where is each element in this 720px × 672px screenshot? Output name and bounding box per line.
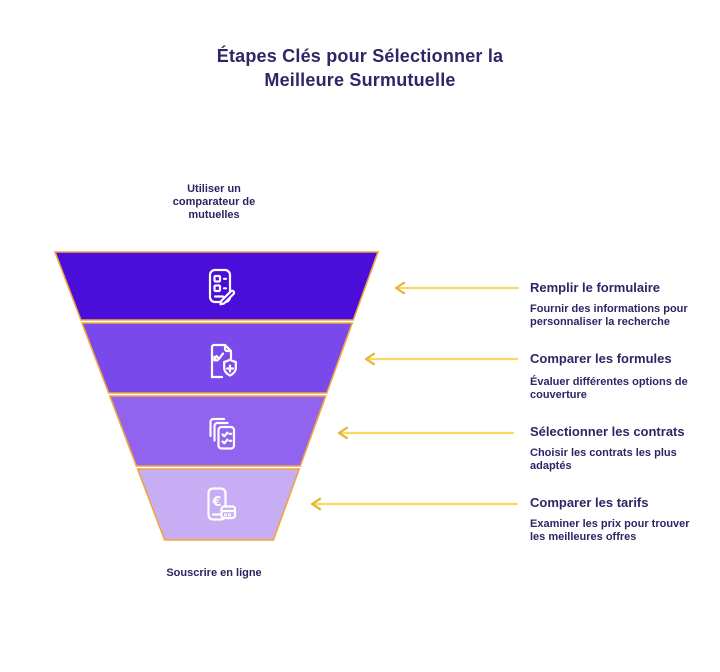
page-title: Étapes Clés pour Sélectionner la Meilleu… bbox=[0, 44, 720, 92]
funnel-top-label: Utiliser un comparateur de mutuelles bbox=[172, 183, 256, 221]
step-description-comparer-formules: Évaluer différentes options de couvertur… bbox=[530, 376, 688, 401]
step-heading-selectionner: Sélectionner les contrats bbox=[530, 424, 685, 439]
step-heading-remplir: Remplir le formulaire bbox=[530, 280, 661, 295]
funnel-segment-4 bbox=[136, 468, 301, 541]
page-title-line1: Étapes Clés pour Sélectionner la bbox=[216, 46, 504, 66]
form-pencil-icon bbox=[208, 268, 236, 306]
arrow-step-1 bbox=[394, 281, 520, 295]
arrow-step-4 bbox=[310, 497, 519, 511]
step-heading-comparer-tarifs: Comparer les tarifs bbox=[530, 495, 649, 510]
page-title-line2: Meilleure Surmutuelle bbox=[264, 70, 456, 90]
stacked-checklist-icon bbox=[209, 417, 236, 450]
funnel-bottom-label: Souscrire en ligne bbox=[166, 567, 262, 579]
step-description-remplir: Fournir des informations pour personnali… bbox=[530, 303, 688, 328]
step-description-comparer-tarifs: Examiner les prix pour trouver les meill… bbox=[530, 518, 690, 543]
document-shield-plus-icon bbox=[210, 343, 237, 379]
phone-euro-payment-icon: € bbox=[207, 487, 237, 521]
arrow-step-2 bbox=[364, 352, 519, 366]
euro-symbol: € bbox=[211, 495, 221, 510]
step-heading-comparer-formules: Comparer les formules bbox=[530, 351, 672, 366]
step-description-selectionner: Choisir les contrats les plus adaptés bbox=[530, 447, 677, 472]
arrow-step-3 bbox=[337, 426, 515, 440]
